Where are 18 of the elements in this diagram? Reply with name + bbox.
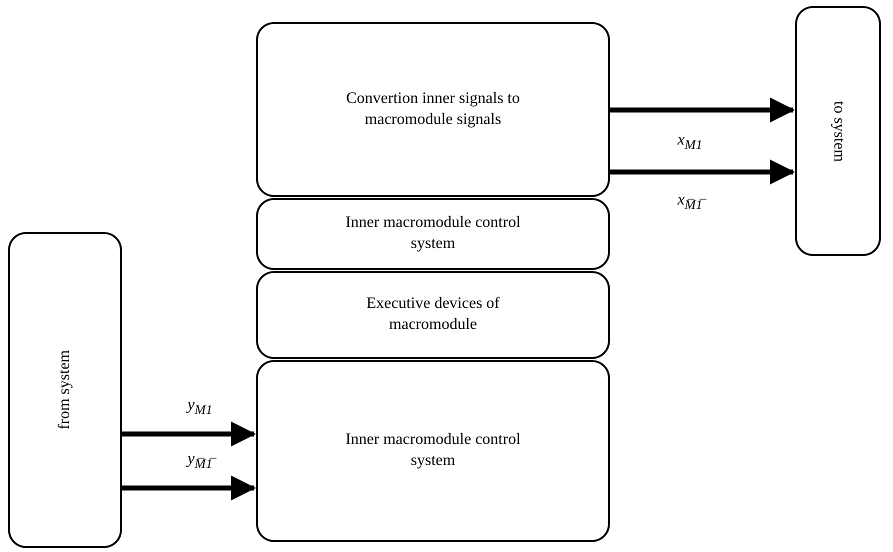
box-label: from system <box>54 350 74 430</box>
edge-label: y$_{M1}$ <box>188 398 212 416</box>
process-box <box>256 271 610 359</box>
box-label: Convertion inner signals to macromodule signals <box>345 88 521 130</box>
arrow <box>122 476 256 500</box>
box-label: Executive devices of macromodule <box>365 294 501 335</box>
box-label: to system <box>829 100 848 162</box>
process-box <box>256 198 610 270</box>
process-box <box>256 22 610 197</box>
process-box <box>256 360 610 542</box>
box-label: Inner macromodule control system <box>344 213 522 254</box>
arrow <box>610 98 795 122</box>
box-label: Inner macromodule control system <box>344 430 522 471</box>
arrow <box>122 422 256 446</box>
process-box <box>8 232 122 548</box>
arrow <box>610 160 795 184</box>
process-box <box>795 6 881 256</box>
edge-label: x$_{M1}$ <box>678 132 702 152</box>
